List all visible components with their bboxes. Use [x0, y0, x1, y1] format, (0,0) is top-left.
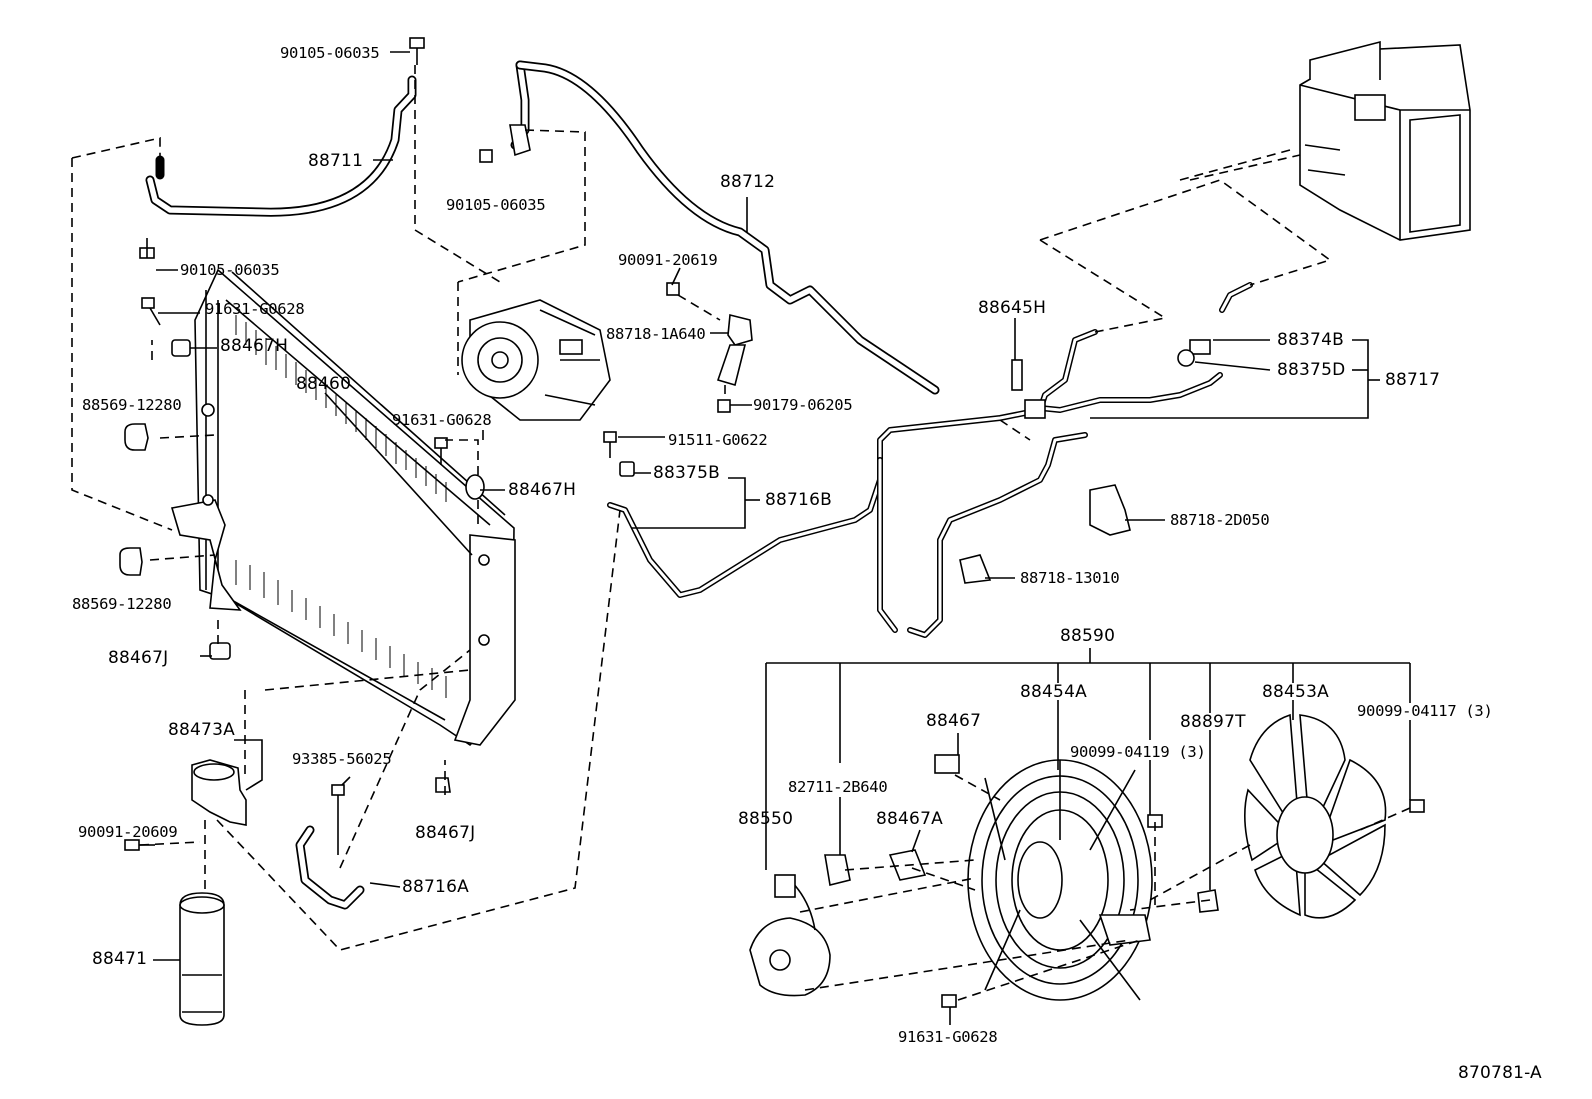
label-91631-g0628-left: 91631-G0628 — [205, 300, 305, 318]
label-88711: 88711 — [308, 151, 364, 171]
label-91511-g0622: 91511-G0622 — [668, 431, 768, 449]
bracket-drawing — [191, 759, 247, 826]
label-88716a: 88716A — [402, 877, 469, 897]
label-88473a: 88473A — [168, 720, 235, 740]
label-88454a: 88454A — [1020, 682, 1087, 702]
label-90179-06205: 90179-06205 — [753, 396, 853, 414]
label-90105-06035-left: 90105-06035 — [180, 261, 280, 279]
label-88467h-left: 88467H — [220, 336, 289, 356]
label-88467: 88467 — [926, 711, 982, 731]
label-88460: 88460 — [296, 374, 352, 394]
label-88467j-left: 88467J — [108, 648, 169, 668]
label-88550: 88550 — [738, 809, 794, 829]
label-88471: 88471 — [92, 949, 148, 969]
evaporator-drawing — [1299, 40, 1471, 241]
fan-shroud-drawing — [967, 759, 1153, 1001]
condenser-fins — [235, 315, 447, 698]
receiver-drier-drawing — [179, 892, 225, 1026]
leader-lines — [153, 51, 1411, 1025]
label-88453a: 88453A — [1262, 682, 1329, 702]
label-88717: 88717 — [1385, 370, 1441, 390]
label-90099-04119: 90099-04119 (3) — [1070, 743, 1206, 761]
label-88712: 88712 — [720, 172, 776, 192]
label-88645h: 88645H — [978, 298, 1047, 318]
fan-motor-drawing — [749, 874, 831, 997]
hoses — [145, 60, 1253, 910]
label-88374b: 88374B — [1277, 330, 1344, 350]
label-88467h-mid: 88467H — [508, 480, 577, 500]
label-88718-13010: 88718-13010 — [1020, 569, 1120, 587]
label-90105-06035-mid: 90105-06035 — [446, 196, 546, 214]
label-90099-04117: 90099-04117 (3) — [1357, 702, 1493, 720]
label-88718-2d050: 88718-2D050 — [1170, 511, 1270, 529]
label-91631-g0628-bottom: 91631-G0628 — [898, 1028, 998, 1046]
assembly-lines — [71, 65, 1411, 1001]
label-90091-20619: 90091-20619 — [618, 251, 718, 269]
label-88375d: 88375D — [1277, 360, 1346, 380]
label-91631-g0628-mid: 91631-G0628 — [392, 411, 492, 429]
label-88897t: 88897T — [1180, 712, 1246, 732]
label-90105-06035-top: 90105-06035 — [280, 44, 380, 62]
label-88467a: 88467A — [876, 809, 943, 829]
label-88467j-mid: 88467J — [415, 823, 476, 843]
label-88590: 88590 — [1060, 626, 1116, 646]
condenser-drawing — [170, 268, 516, 747]
label-82711-2b640: 82711-2B640 — [788, 778, 888, 796]
label-88716b: 88716B — [765, 490, 832, 510]
label-90091-20609: 90091-20609 — [78, 823, 178, 841]
label-88569-12280-bottom: 88569-12280 — [72, 595, 172, 613]
fan-drawing — [1244, 713, 1387, 919]
label-88718-1a640: 88718-1A640 — [606, 325, 706, 343]
label-88375b: 88375B — [653, 463, 720, 483]
label-88569-12280-top: 88569-12280 — [82, 396, 182, 414]
compressor-drawing — [461, 299, 611, 421]
figure-code: 870781-A — [1458, 1063, 1542, 1083]
label-93385-56025: 93385-56025 — [292, 750, 392, 768]
